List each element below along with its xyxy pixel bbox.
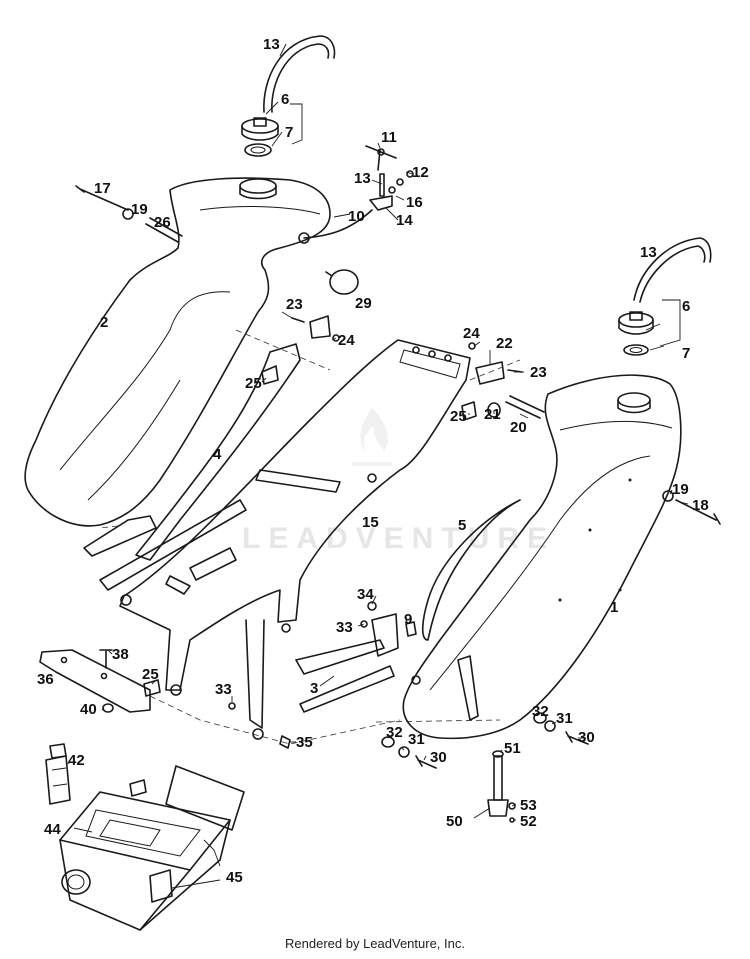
- callout-52: 52: [520, 813, 537, 830]
- callout-13c: 13: [640, 244, 657, 261]
- callout-7b: 7: [682, 345, 690, 362]
- callout-31b: 31: [408, 731, 425, 748]
- gasket-7a: [244, 143, 272, 157]
- right-fuel-tank: [402, 374, 682, 740]
- bolt-17: [75, 185, 129, 211]
- airbox-44: [59, 779, 231, 931]
- callout-26: 26: [154, 214, 171, 231]
- callout-51: 51: [504, 740, 521, 757]
- sheet-45: [165, 765, 245, 831]
- callout-3: 3: [310, 680, 318, 697]
- callout-6a: 6: [281, 91, 289, 108]
- fuel-cap-6b: [618, 311, 654, 335]
- callout-33b: 33: [215, 681, 232, 698]
- callout-23b: 23: [530, 364, 547, 381]
- callout-33a: 33: [336, 619, 353, 636]
- callout-12: 12: [412, 164, 429, 181]
- watermark-text: LEADVENTURE: [242, 522, 555, 555]
- callout-1: 1: [610, 599, 618, 616]
- callout-30a: 30: [578, 729, 595, 746]
- callout-19a: 19: [131, 201, 148, 218]
- bracket-36: [39, 649, 151, 713]
- grease-tube-42: [45, 743, 71, 805]
- callout-21: 21: [484, 406, 501, 423]
- callout-20: 20: [510, 419, 527, 436]
- callouts: 13 6 7 11 12 13 16 17 19 26 10 14 2 29 2…: [37, 36, 709, 886]
- leader-lines: [65, 43, 689, 889]
- callout-11: 11: [381, 129, 397, 146]
- fuel-cap-6a: [241, 117, 279, 141]
- callout-25b: 25: [450, 408, 467, 425]
- seal-strip-5: [421, 499, 521, 641]
- callout-13a: 13: [263, 36, 280, 53]
- assembly-lines: [99, 329, 521, 745]
- washer-40: [102, 703, 114, 713]
- callout-4: 4: [213, 446, 222, 463]
- bolt-35: [279, 735, 291, 749]
- callout-32a: 32: [532, 703, 549, 720]
- callout-29: 29: [355, 295, 372, 312]
- callout-10: 10: [348, 208, 365, 225]
- bolt-18: [662, 490, 721, 525]
- callout-30b: 30: [430, 749, 447, 766]
- callout-50: 50: [446, 813, 463, 830]
- bracket-right: [461, 342, 545, 421]
- fuel-valve-50: [487, 750, 516, 823]
- callout-42: 42: [68, 752, 85, 769]
- small-parts-12-16: [369, 170, 414, 211]
- left-fuel-tank: [24, 177, 373, 527]
- callout-16: 16: [406, 194, 423, 211]
- callout-7a: 7: [285, 124, 293, 141]
- callout-22: 22: [496, 335, 513, 352]
- callout-23a: 23: [286, 296, 303, 313]
- footer-credit: Rendered by LeadVenture, Inc.: [285, 936, 465, 951]
- hose-13a: [263, 35, 336, 113]
- bracket-left-upper: [261, 315, 340, 385]
- frame-15: [119, 339, 471, 740]
- gasket-7b: [623, 344, 649, 356]
- callout-45: 45: [226, 869, 243, 886]
- callout-25c: 25: [142, 666, 159, 683]
- callout-15: 15: [362, 514, 379, 531]
- callout-53: 53: [520, 797, 537, 814]
- bracket-3: [295, 601, 417, 713]
- spacer-26: [145, 217, 183, 243]
- callout-14: 14: [396, 212, 413, 229]
- callout-36: 36: [37, 671, 54, 688]
- callout-32b: 32: [386, 724, 403, 741]
- callout-31a: 31: [556, 710, 573, 727]
- bracket-25c: [143, 679, 161, 697]
- callout-24a: 24: [338, 332, 355, 349]
- callout-18: 18: [692, 497, 709, 514]
- callout-34: 34: [357, 586, 374, 603]
- callout-9: 9: [404, 611, 412, 628]
- callout-13b: 13: [354, 170, 371, 187]
- callout-24b: 24: [463, 325, 480, 342]
- tee-fitting-11: [365, 145, 397, 171]
- callout-44: 44: [44, 821, 61, 838]
- leadventure-flame-icon: [352, 408, 392, 466]
- washer-19a: [122, 208, 134, 220]
- nut-33b: [228, 702, 236, 710]
- callout-35: 35: [296, 734, 313, 751]
- callout-25a: 25: [245, 375, 262, 392]
- bushings-30-32: [381, 712, 589, 769]
- watermark: LEADVENTURE: [242, 408, 555, 555]
- callout-19b: 19: [672, 481, 689, 498]
- callout-38: 38: [112, 646, 129, 663]
- callout-6b: 6: [682, 298, 690, 315]
- hose-13b: [633, 237, 712, 303]
- clamp-29: [325, 269, 359, 295]
- subframe-4: [83, 343, 301, 591]
- callout-17: 17: [94, 180, 111, 197]
- callout-5: 5: [458, 517, 466, 534]
- callout-2: 2: [100, 314, 108, 331]
- callout-40: 40: [80, 701, 97, 718]
